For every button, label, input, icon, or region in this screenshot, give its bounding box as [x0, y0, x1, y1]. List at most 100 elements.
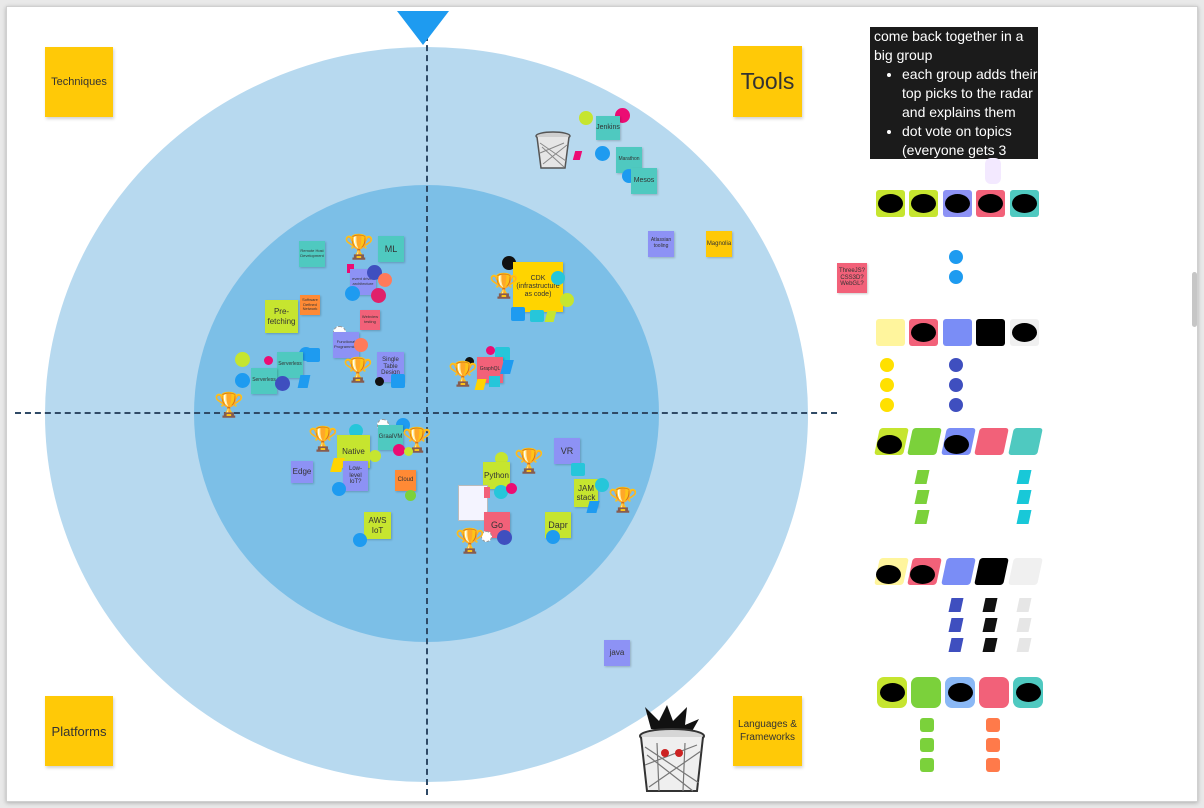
trophy-icon[interactable]: 🏆	[455, 528, 485, 555]
sticky-cdk[interactable]: CDK (infrastructure as code)	[513, 262, 563, 312]
quadrant-tools[interactable]: Tools	[733, 46, 802, 117]
vote-blob[interactable]	[911, 194, 936, 213]
trophy-icon[interactable]: 🏆	[214, 392, 244, 419]
vote-dot[interactable]	[880, 358, 894, 372]
color-chip[interactable]	[974, 558, 1009, 585]
vote-dot[interactable]	[949, 398, 963, 412]
color-chip[interactable]	[911, 677, 941, 708]
radar-pointer-triangle[interactable]	[397, 11, 449, 45]
vote-blob[interactable]	[1016, 683, 1041, 702]
instructions-note[interactable]: come back together in a big group each g…	[870, 27, 1038, 159]
cat-sticker-icon[interactable]	[985, 158, 1001, 184]
trophy-icon[interactable]: 🏆	[343, 357, 373, 384]
vote-blob[interactable]	[948, 683, 973, 702]
vote-dot[interactable]	[264, 356, 273, 365]
vote-blob[interactable]	[978, 194, 1003, 213]
vote-dot[interactable]	[235, 352, 250, 367]
vote-dot[interactable]	[349, 424, 363, 438]
vote-dot[interactable]	[332, 482, 346, 496]
vote-mark[interactable]	[1016, 490, 1032, 504]
vote-dot[interactable]	[949, 358, 963, 372]
vote-blob[interactable]	[944, 435, 969, 454]
vote-mark[interactable]	[1016, 470, 1032, 484]
vote-mark[interactable]	[920, 718, 934, 732]
trash-can-with-cat-icon[interactable]	[637, 703, 707, 795]
trophy-icon[interactable]: 🏆	[308, 426, 338, 453]
sticky-webview-testing[interactable]: Webview testing	[360, 310, 380, 330]
sticky-software-defined-network[interactable]: Software Defined Network	[300, 295, 320, 315]
color-chip[interactable]	[943, 319, 972, 346]
vote-dot[interactable]	[235, 373, 250, 388]
color-chip[interactable]	[1008, 558, 1043, 585]
vote-blob[interactable]	[1012, 194, 1037, 213]
vote-dot[interactable]	[551, 271, 565, 285]
sticky-jenkins[interactable]: Jenkins	[596, 116, 620, 140]
sticky-aws-iot[interactable]: AWS IoT	[364, 512, 391, 539]
vote-dot[interactable]	[371, 288, 386, 303]
vote-mark[interactable]	[484, 487, 490, 498]
vote-blob[interactable]	[911, 323, 936, 342]
vote-mark[interactable]	[1016, 618, 1032, 632]
vote-mark[interactable]	[489, 376, 500, 387]
color-chip[interactable]	[974, 428, 1009, 455]
sticky-python[interactable]: Python	[483, 462, 510, 489]
vote-dot[interactable]	[369, 450, 381, 462]
vote-mark[interactable]	[306, 348, 320, 362]
vote-mark[interactable]	[1016, 598, 1032, 612]
sticky-mesos[interactable]: Mesos	[631, 168, 657, 194]
sticky-edge[interactable]: Edge	[291, 461, 313, 483]
vote-mark[interactable]	[986, 758, 1000, 772]
sticky-ml[interactable]: ML	[378, 236, 404, 262]
sticky-vr[interactable]: VR	[554, 438, 580, 464]
sticky-cloud[interactable]: Cloud	[395, 470, 416, 491]
vote-dot[interactable]	[393, 444, 405, 456]
vote-dot[interactable]	[345, 286, 360, 301]
sticky-functional-programming[interactable]: Functional Programming	[333, 332, 359, 358]
vote-dot[interactable]	[353, 533, 367, 547]
vote-mark[interactable]	[986, 738, 1000, 752]
vote-dot[interactable]	[949, 378, 963, 392]
sticky-remote-host-development[interactable]: Remote Host Development	[299, 241, 325, 267]
vote-mark[interactable]	[948, 638, 964, 652]
vote-blob[interactable]	[877, 435, 902, 454]
vote-dot[interactable]	[495, 452, 508, 465]
vote-mark[interactable]	[347, 264, 354, 273]
vote-mark[interactable]	[982, 618, 998, 632]
vote-dot[interactable]	[880, 378, 894, 392]
vote-dot[interactable]	[595, 478, 609, 492]
vote-mark[interactable]	[982, 598, 998, 612]
vote-mark[interactable]	[914, 490, 930, 504]
vote-dot[interactable]	[546, 530, 560, 544]
vote-mark[interactable]	[986, 718, 1000, 732]
vote-dot[interactable]	[502, 256, 516, 270]
vote-mark[interactable]	[948, 598, 964, 612]
vote-dot[interactable]	[465, 357, 474, 366]
vote-mark[interactable]	[914, 470, 930, 484]
trash-can-icon[interactable]	[534, 131, 572, 171]
quadrant-techniques[interactable]: Techniques	[45, 47, 113, 117]
quadrant-languages-frameworks[interactable]: Languages & Frameworks	[733, 696, 802, 766]
sticky-serverless-2[interactable]: Serverless	[251, 368, 277, 394]
vote-dot[interactable]	[949, 270, 963, 284]
vote-mark[interactable]	[511, 307, 525, 321]
vote-dot[interactable]	[404, 447, 413, 456]
sticky-low-level-iot[interactable]: Low-level IoT?	[343, 461, 368, 491]
color-chip[interactable]	[976, 319, 1005, 346]
vote-dot[interactable]	[378, 273, 392, 287]
sticky-java[interactable]: java	[604, 640, 630, 666]
trophy-icon[interactable]: 🏆	[514, 448, 544, 475]
vote-blob[interactable]	[878, 194, 903, 213]
trophy-icon[interactable]: 🏆	[489, 273, 519, 300]
vote-mark[interactable]	[571, 463, 585, 476]
vote-dot[interactable]	[354, 338, 368, 352]
sticky-magnolia[interactable]: Magnolia	[706, 231, 732, 257]
sticky-serverless[interactable]: Serverless	[277, 352, 303, 378]
miro-board-canvas[interactable]: Techniques Tools Platforms Languages & F…	[6, 6, 1198, 802]
trophy-icon[interactable]: 🏆	[344, 234, 374, 261]
vote-dot[interactable]	[497, 530, 512, 545]
color-chip[interactable]	[1008, 428, 1043, 455]
vote-mark[interactable]	[982, 638, 998, 652]
sticky-threejs[interactable]: ThreeJS? CSS3D? WebGL?	[837, 263, 867, 293]
vote-dot[interactable]	[494, 485, 508, 499]
vote-mark[interactable]	[914, 510, 930, 524]
